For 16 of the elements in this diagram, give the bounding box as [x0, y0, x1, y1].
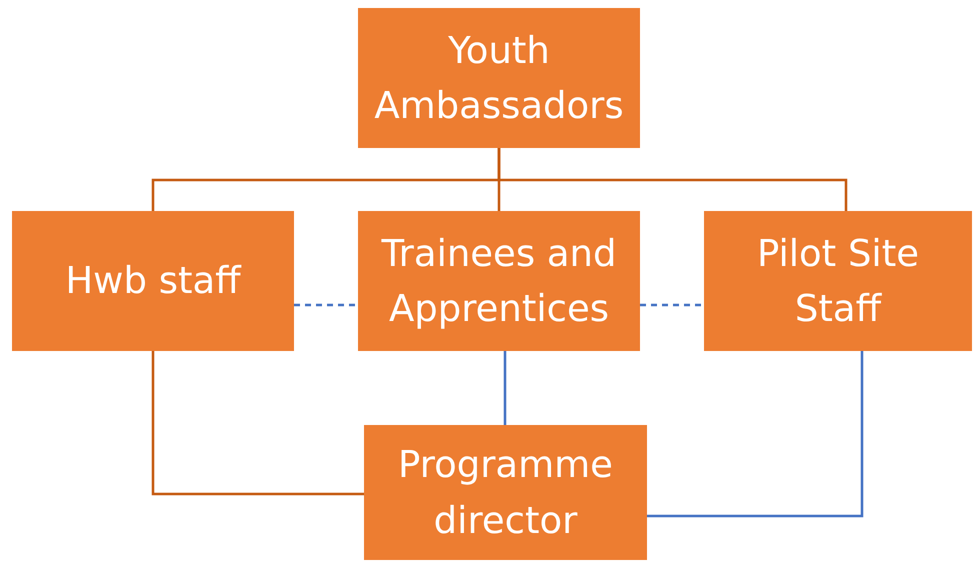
connector-line	[647, 351, 864, 518]
role-label: Youth Ambassadors	[373, 28, 625, 129]
role-label: Pilot Site Staff	[756, 230, 920, 332]
connector-line	[294, 304, 358, 306]
role-label: Programme director	[397, 442, 614, 544]
connector-line	[640, 304, 704, 306]
role-box	[358, 8, 640, 148]
role-box	[364, 425, 647, 560]
role-label: Hwb staff	[65, 258, 241, 304]
role-box	[358, 211, 640, 351]
role-label: Trainees and Apprentices	[380, 230, 618, 332]
role-box	[12, 211, 294, 351]
connector-line	[498, 148, 848, 211]
role-box	[704, 211, 972, 351]
connector-line	[152, 351, 364, 496]
connector-line	[504, 351, 506, 425]
